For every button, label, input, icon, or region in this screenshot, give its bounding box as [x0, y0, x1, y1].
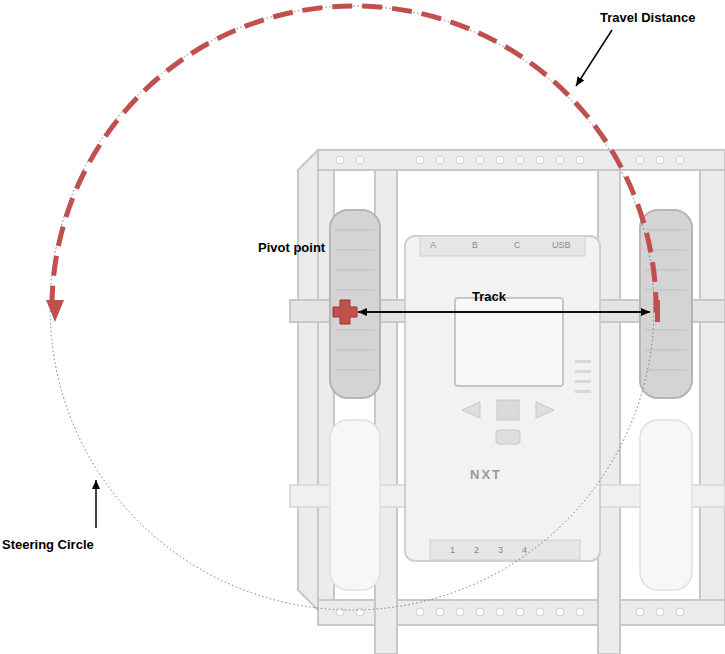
dimension-label: Track: [472, 290, 506, 304]
nxt-brick: [405, 236, 600, 561]
robot-frame: [290, 150, 725, 654]
port-label: USB: [552, 241, 571, 251]
port-label: C: [514, 241, 521, 251]
travel-arrowhead: [46, 300, 64, 322]
port-label: A: [430, 241, 436, 251]
port-label: 4: [522, 546, 527, 556]
callout-label: Steering Circle: [2, 538, 94, 552]
pivot-cross: [333, 300, 357, 324]
track-line: [358, 311, 650, 313]
travel-arc: [52, 6, 656, 312]
callout-label: Travel Distance: [600, 11, 695, 25]
leader-line: [576, 30, 612, 86]
steering-circle: [50, 6, 654, 610]
drive-wheels: [330, 210, 692, 398]
port-label: 1: [450, 546, 455, 556]
brand-logo: NXT: [470, 468, 502, 482]
callout-label: Pivot point: [258, 241, 325, 255]
leader-line: [95, 480, 97, 528]
port-label: 2: [474, 546, 479, 556]
frame-holes: [336, 156, 684, 616]
wheel-marker: [655, 300, 660, 322]
port-label: 3: [498, 546, 503, 556]
track-line: [358, 311, 650, 313]
port-label: B: [472, 241, 478, 251]
